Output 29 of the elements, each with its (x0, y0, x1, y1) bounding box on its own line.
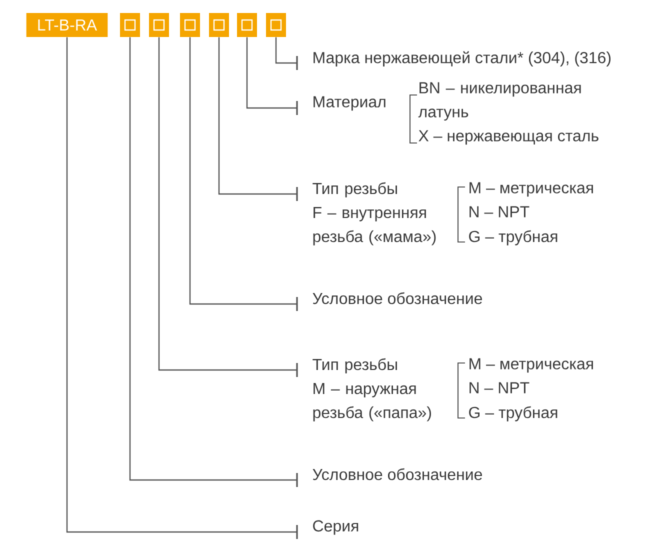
description-text: Серия (313, 520, 358, 535)
option-text: N – NPT (470, 206, 530, 218)
leader-line (275, 37, 298, 70)
description-text: Марка нержавеющей стали* (304), (316) (314, 51, 611, 66)
leader-line (246, 37, 298, 115)
code-placeholder-box (149, 13, 169, 37)
description-text: Материал (314, 96, 386, 111)
option-text: G – трубная (469, 230, 558, 246)
leader-line (66, 37, 298, 539)
code-placeholder-box (180, 13, 200, 37)
description-text: Условное обозначение (312, 468, 482, 480)
leader-line (129, 37, 298, 487)
code-placeholder-box (209, 13, 229, 37)
option-text: M – метрическая (470, 358, 593, 373)
option-text: G – трубная (469, 406, 558, 422)
leader-line (189, 37, 298, 311)
code-placeholder-box (266, 13, 286, 37)
code-placeholder-box (237, 13, 257, 37)
description-text: Тип резьбы M – наружная резьба («папа») (312, 358, 431, 422)
option-text: BN – никелированная латунь (418, 82, 581, 121)
leader-line (218, 37, 298, 201)
option-text: X – нержавеющая сталь (418, 130, 598, 145)
code-box: LT-B-RA (26, 13, 108, 37)
option-text: N – NPT (470, 382, 530, 394)
leader-line (158, 37, 298, 377)
description-text: Тип резьбы F – внутренняя резьба («мама») (312, 182, 436, 246)
option-text: M – метрическая (470, 182, 593, 197)
code-placeholder-box (120, 13, 140, 37)
description-text: Условное обозначение (312, 292, 482, 304)
